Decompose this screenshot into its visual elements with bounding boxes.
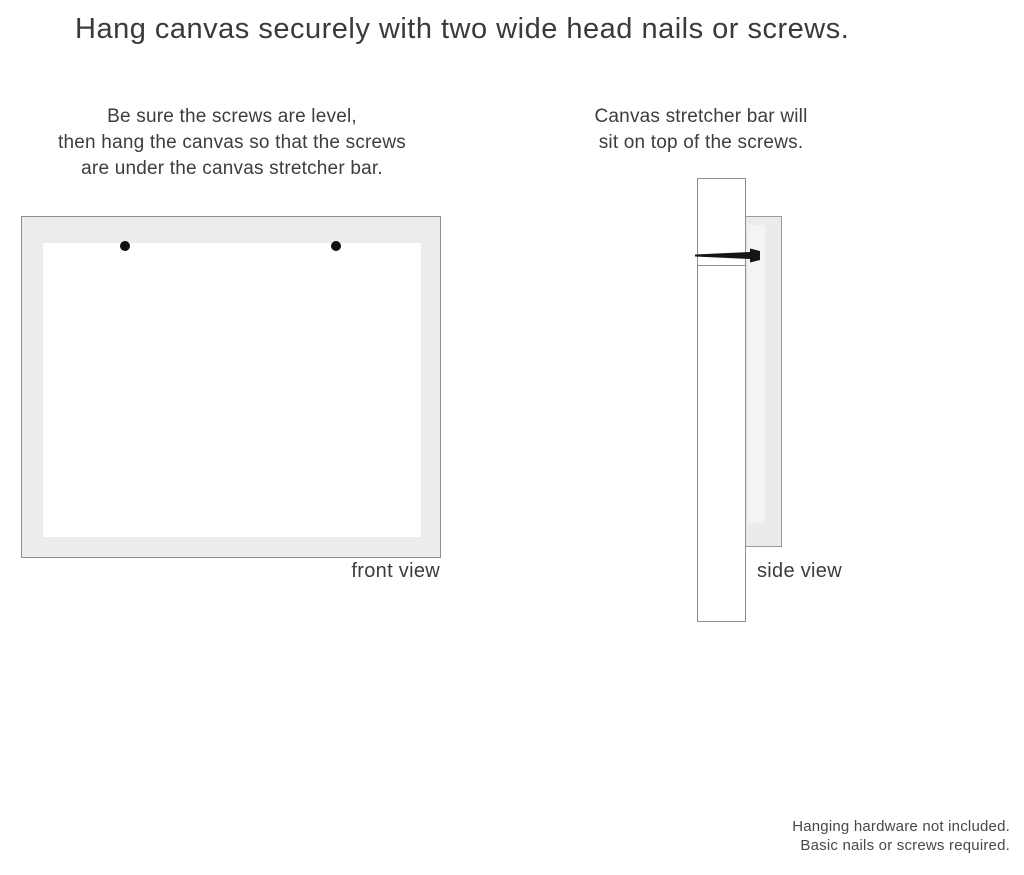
instruction-line: Be sure the screws are level, — [107, 106, 357, 127]
front-view-canvas-frame — [21, 216, 441, 558]
hardware-note: Hanging hardware not included. Basic nai… — [792, 817, 1010, 855]
screw-right-icon — [331, 241, 341, 251]
side-view-stretcher-bar — [697, 178, 746, 622]
front-view-instructions: Be sure the screws are level, then hang … — [27, 104, 437, 182]
nail-icon — [695, 248, 760, 263]
screw-left-icon — [120, 241, 130, 251]
instruction-line: sit on top of the screws. — [598, 132, 804, 153]
instruction-line: then hang the canvas so that the screws — [58, 132, 406, 153]
side-view-bar-line — [698, 265, 745, 266]
side-view-label: side view — [757, 560, 842, 582]
front-view-label: front view — [351, 560, 440, 582]
side-view-canvas — [745, 216, 782, 547]
side-view-instructions: Canvas stretcher bar will sit on top of … — [551, 104, 851, 156]
side-view-canvas-inner — [748, 225, 765, 523]
instruction-line: Canvas stretcher bar will — [594, 106, 808, 127]
hardware-note-line: Hanging hardware not included. — [792, 818, 1010, 835]
page-title: Hang canvas securely with two wide head … — [75, 13, 850, 45]
instruction-line: are under the canvas stretcher bar. — [81, 158, 383, 179]
front-view-canvas-inner — [43, 243, 421, 537]
hardware-note-line: Basic nails or screws required. — [800, 837, 1010, 854]
